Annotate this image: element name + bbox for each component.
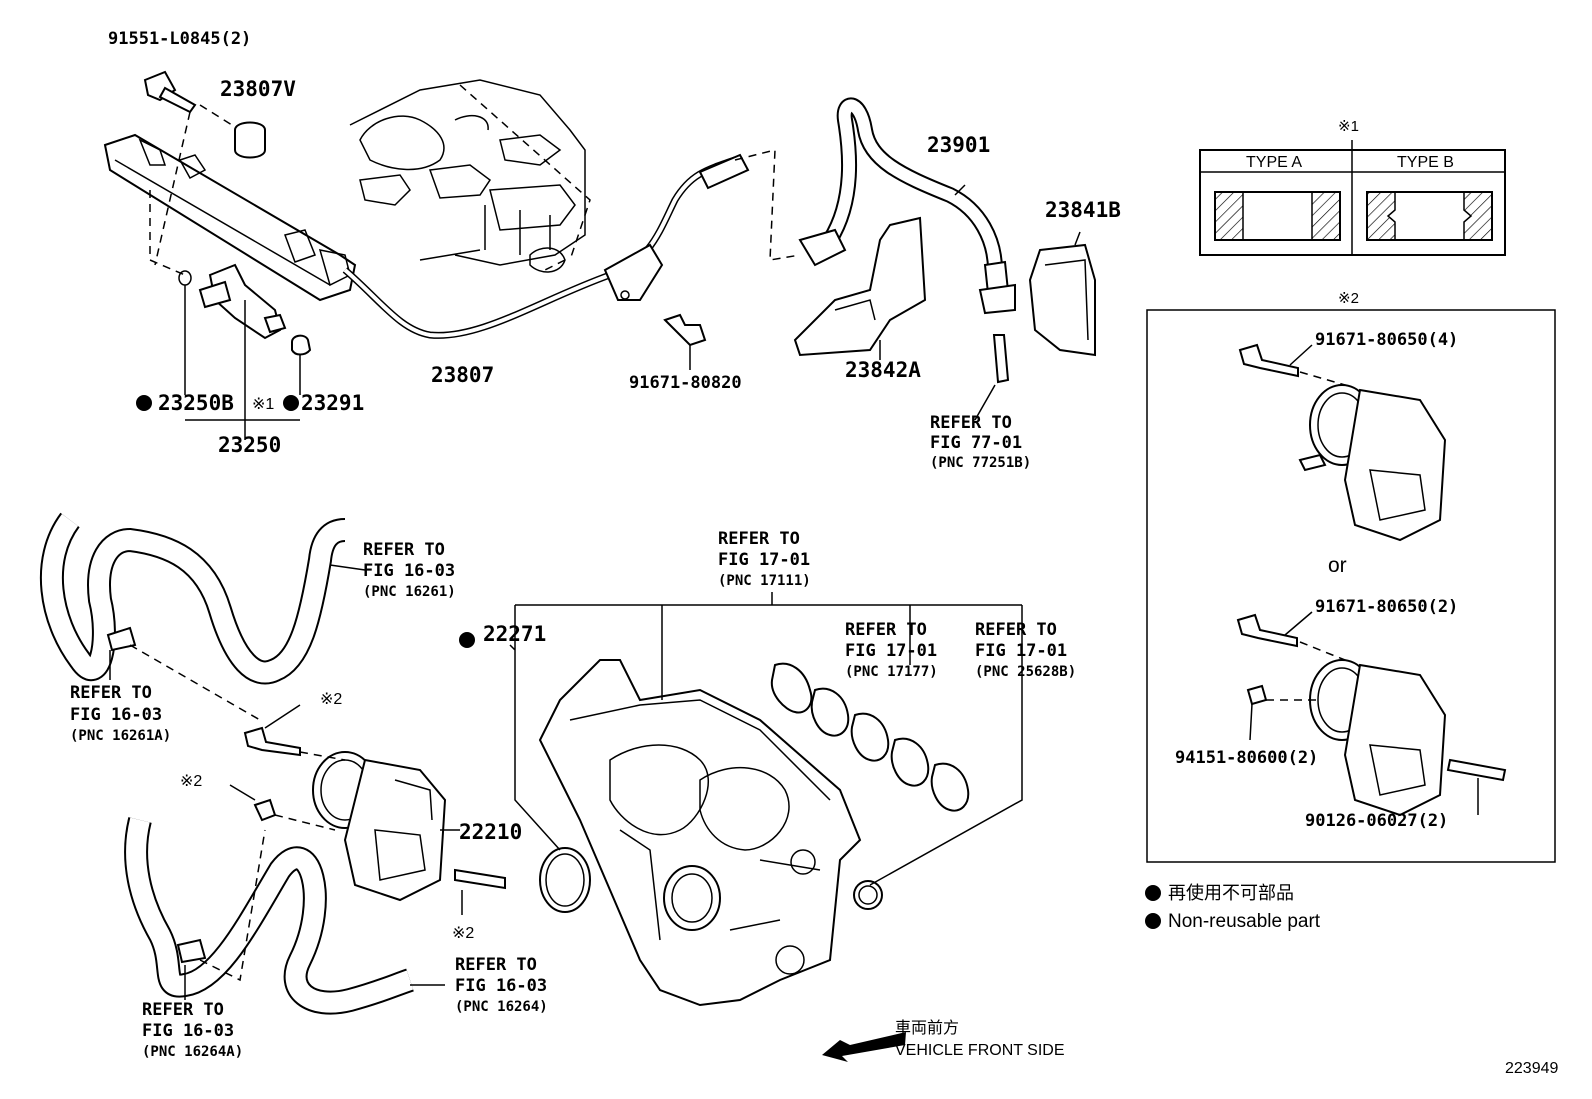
svg-text:REFER TO: REFER TO	[845, 620, 927, 640]
svg-text:(PNC 77251B): (PNC 77251B)	[930, 455, 1031, 471]
type-table	[1199, 140, 1506, 256]
label-23250b: 23250B	[158, 391, 234, 415]
label-note1-inline: ※1	[252, 396, 274, 413]
label-23901: 23901	[927, 133, 990, 157]
note2-nut: ※2	[180, 773, 202, 790]
hose-clip-upper	[106, 626, 137, 652]
inset-throttle-top	[1238, 343, 1447, 542]
ref-16264a: REFER TO FIG 16-03 (PNC 16264A)	[142, 1000, 243, 1060]
inset-nut: 94151-80600(2)	[1175, 748, 1318, 768]
inset-stud: 90126-06027(2)	[1305, 811, 1448, 831]
label-22210: 22210	[459, 820, 522, 844]
gasket-22271	[539, 847, 591, 913]
svg-text:FIG 16-03: FIG 16-03	[70, 705, 162, 725]
svg-text:(PNC 16264): (PNC 16264)	[455, 999, 548, 1015]
inset-bolt-2: 91671-80650(2)	[1315, 597, 1458, 617]
hose-connector-left	[798, 228, 847, 267]
collar-23807v	[234, 121, 266, 159]
throttle-nut	[253, 798, 277, 822]
front-arrow-icon	[822, 1032, 906, 1062]
pipe-end-fitting	[698, 153, 750, 190]
svg-text:(PNC 17177): (PNC 17177)	[845, 664, 938, 680]
bracket-23842a	[793, 216, 927, 357]
svg-text:(PNC 17111): (PNC 17111)	[718, 573, 811, 589]
fuel-injector	[198, 263, 287, 340]
non-reusable-dot-23291	[283, 395, 299, 411]
legend-dot-en	[1145, 913, 1161, 929]
note2-bolt: ※2	[320, 691, 342, 708]
svg-text:REFER TO: REFER TO	[455, 955, 537, 975]
svg-text:REFER TO: REFER TO	[70, 683, 152, 703]
hose-clip-lower	[176, 938, 207, 964]
label-22271: 22271	[483, 622, 546, 646]
svg-text:REFER TO: REFER TO	[718, 529, 800, 549]
bolt-91671-80820	[663, 313, 707, 347]
non-reusable-dot-22271	[459, 632, 475, 648]
svg-text:FIG 16-03: FIG 16-03	[455, 976, 547, 996]
label-23291: 23291	[301, 391, 364, 415]
svg-text:(PNC 16261A): (PNC 16261A)	[70, 728, 171, 744]
label-23250: 23250	[218, 433, 281, 457]
label-23842a: 23842A	[845, 358, 921, 382]
type-a-label: TYPE A	[1246, 154, 1302, 171]
ring-25628b	[853, 880, 883, 910]
engine-dash-line	[459, 84, 591, 261]
engine-block-sketch	[349, 79, 586, 273]
ref-17111: REFER TO FIG 17-01 (PNC 17111)	[718, 529, 811, 589]
note2-stud: ※2	[452, 925, 474, 942]
legend-dot-jp	[1145, 885, 1161, 901]
inset-throttle-bottom	[1236, 613, 1507, 817]
svg-text:FIG 77-01: FIG 77-01	[930, 433, 1022, 453]
label-23807: 23807	[431, 363, 494, 387]
svg-text:REFER TO: REFER TO	[975, 620, 1057, 640]
legend-jp: 再使用不可部品	[1168, 883, 1294, 903]
throttle-bolt	[243, 726, 301, 757]
inset-note: ※2	[1338, 290, 1359, 307]
svg-text:REFER TO: REFER TO	[363, 540, 445, 560]
label-23841b: 23841B	[1045, 198, 1121, 222]
ref-25628b: REFER TO FIG 17-01 (PNC 25628B)	[975, 620, 1076, 680]
throttle-body	[312, 751, 447, 902]
svg-text:(PNC 16261): (PNC 16261)	[363, 584, 456, 600]
ref-17177: REFER TO FIG 17-01 (PNC 17177)	[845, 620, 938, 680]
svg-text:FIG 17-01: FIG 17-01	[718, 550, 810, 570]
pipe-bracket	[603, 243, 664, 301]
type-table-note: ※1	[1338, 118, 1359, 135]
svg-text:FIG 16-03: FIG 16-03	[142, 1021, 234, 1041]
svg-text:FIG 17-01: FIG 17-01	[975, 641, 1067, 661]
label-bolt-91671-80820: 91671-80820	[629, 373, 742, 393]
bracket-23841b	[1028, 243, 1096, 357]
ref-16261a: REFER TO FIG 16-03 (PNC 16261A)	[70, 683, 171, 744]
ref-16261: REFER TO FIG 16-03 (PNC 16261)	[363, 540, 456, 600]
type-b-label: TYPE B	[1397, 154, 1454, 171]
non-reusable-dot-23250b	[136, 395, 152, 411]
svg-text:(PNC 25628B): (PNC 25628B)	[975, 664, 1076, 680]
bolt-91551	[143, 70, 197, 114]
label-bolt-91551: 91551-L0845(2)	[108, 29, 251, 49]
inset-or: or	[1328, 554, 1347, 577]
svg-text:REFER TO: REFER TO	[142, 1000, 224, 1020]
intake-manifold	[538, 659, 862, 1007]
legend-en: Non-reusable part	[1168, 911, 1321, 932]
svg-text:REFER TO: REFER TO	[930, 413, 1012, 433]
svg-text:FIG 16-03: FIG 16-03	[363, 561, 455, 581]
intake-gasket-17177	[770, 662, 970, 812]
seal-23291	[291, 334, 312, 356]
svg-text:(PNC 16264A): (PNC 16264A)	[142, 1044, 243, 1060]
figure-number: 223949	[1505, 1060, 1558, 1077]
label-23807v: 23807V	[220, 77, 296, 101]
vacuum-tube	[992, 334, 1010, 384]
throttle-stud	[454, 868, 506, 890]
front-side-en: VEHICLE FRONT SIDE	[895, 1042, 1065, 1059]
ref-77-01: REFER TO FIG 77-01 (PNC 77251B)	[930, 413, 1031, 471]
ref-16264: REFER TO FIG 16-03 (PNC 16264)	[455, 955, 548, 1015]
svg-text:FIG 17-01: FIG 17-01	[845, 641, 937, 661]
front-side-jp: 車両前方	[895, 1019, 959, 1037]
inset-bolt-4: 91671-80650(4)	[1315, 330, 1458, 350]
o-ring-23250b	[178, 270, 192, 286]
